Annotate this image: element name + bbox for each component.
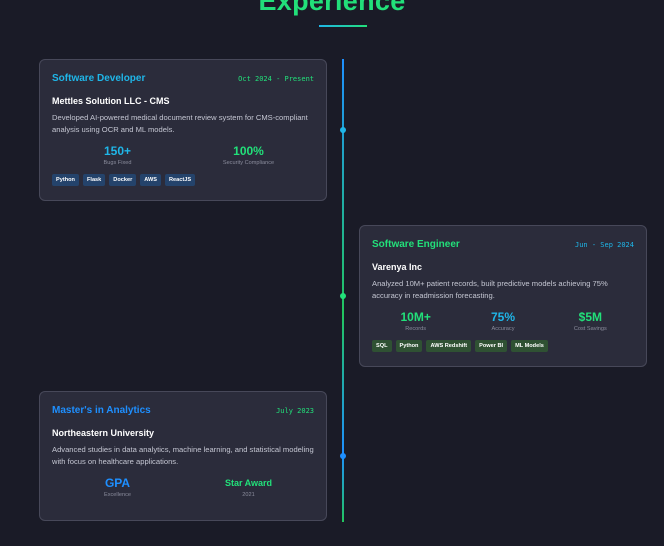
experience-card-software-developer: Software Developer Oct 2024 - Present Me… (39, 59, 327, 201)
stat-label: Cost Savings (573, 326, 607, 332)
stat-value: $5M (578, 310, 602, 324)
tech-tag: Python (52, 174, 79, 186)
timeline-dot-1 (340, 127, 346, 133)
stat-value: GPA (104, 476, 131, 490)
experience-card-software-engineer: Software Engineer Jun - Sep 2024 Varenya… (359, 225, 647, 367)
stat-value: Star Award (224, 478, 273, 488)
stat-value: 10M+ (400, 310, 431, 324)
card-stats: GPA Excellence Star Award 2021 (52, 476, 314, 498)
tech-tag: Python (395, 340, 423, 352)
section-title: Experience (258, 0, 406, 16)
title-underline (319, 25, 367, 27)
card-date: Oct 2024 - Present (238, 74, 314, 83)
stat-label: Accuracy (491, 326, 515, 332)
card-description: Analyzed 10M+ patient records, built pre… (372, 279, 608, 300)
tech-tag: ML Models (511, 340, 548, 352)
card-title: Software Developer (52, 73, 146, 84)
timeline-line (342, 59, 344, 522)
stat-label: Records (405, 326, 427, 332)
stat-value: 75% (490, 310, 515, 324)
stat-label: 2021 (242, 492, 255, 498)
tech-tag: SQL (372, 340, 392, 352)
card-title: Software Engineer (372, 239, 460, 250)
stat: GPA Excellence (52, 476, 183, 498)
tech-tag: AWS Redshift (426, 340, 472, 352)
timeline-dot-2 (340, 293, 346, 299)
card-organization: Mettles Solution LLC - CMS (52, 96, 170, 106)
stat-label: Bugs Fixed (103, 160, 132, 166)
card-organization: Varenya Inc (372, 262, 423, 272)
card-stats: 150+ Bugs Fixed 100% Security Compliance (52, 144, 314, 166)
tech-tag: AWS (140, 174, 161, 186)
card-description: Advanced studies in data analytics, mach… (52, 445, 314, 466)
stat: 150+ Bugs Fixed (52, 144, 183, 166)
stat: 75% Accuracy (459, 310, 546, 332)
tech-tag: Power BI (475, 340, 508, 352)
tech-tag: Docker (109, 174, 137, 186)
stat: $5M Cost Savings (547, 310, 634, 332)
tech-tag: Flask (82, 174, 106, 186)
card-date: July 2023 (276, 406, 314, 415)
stat-label: Excellence (103, 492, 132, 498)
tech-tags: SQL Python AWS Redshift Power BI ML Mode… (372, 340, 634, 352)
stat-label: Security Compliance (222, 160, 275, 166)
stat: 10M+ Records (372, 310, 459, 332)
card-stats: 10M+ Records 75% Accuracy $5M Cost Savin… (372, 310, 634, 332)
card-description: Developed AI-powered medical document re… (52, 113, 308, 134)
stat: 100% Security Compliance (183, 144, 314, 166)
card-title: Master's in Analytics (52, 405, 151, 416)
tech-tags: Python Flask Docker AWS ReactJS (52, 174, 314, 186)
education-card-masters: Master's in Analytics July 2023 Northeas… (39, 391, 327, 521)
card-date: Jun - Sep 2024 (574, 240, 634, 249)
stat-value: 150+ (103, 144, 132, 158)
card-organization: Northeastern University (52, 428, 155, 438)
stat: Star Award 2021 (183, 476, 314, 498)
timeline-dot-3 (340, 453, 346, 459)
tech-tag: ReactJS (165, 174, 196, 186)
stat-value: 100% (233, 144, 264, 158)
